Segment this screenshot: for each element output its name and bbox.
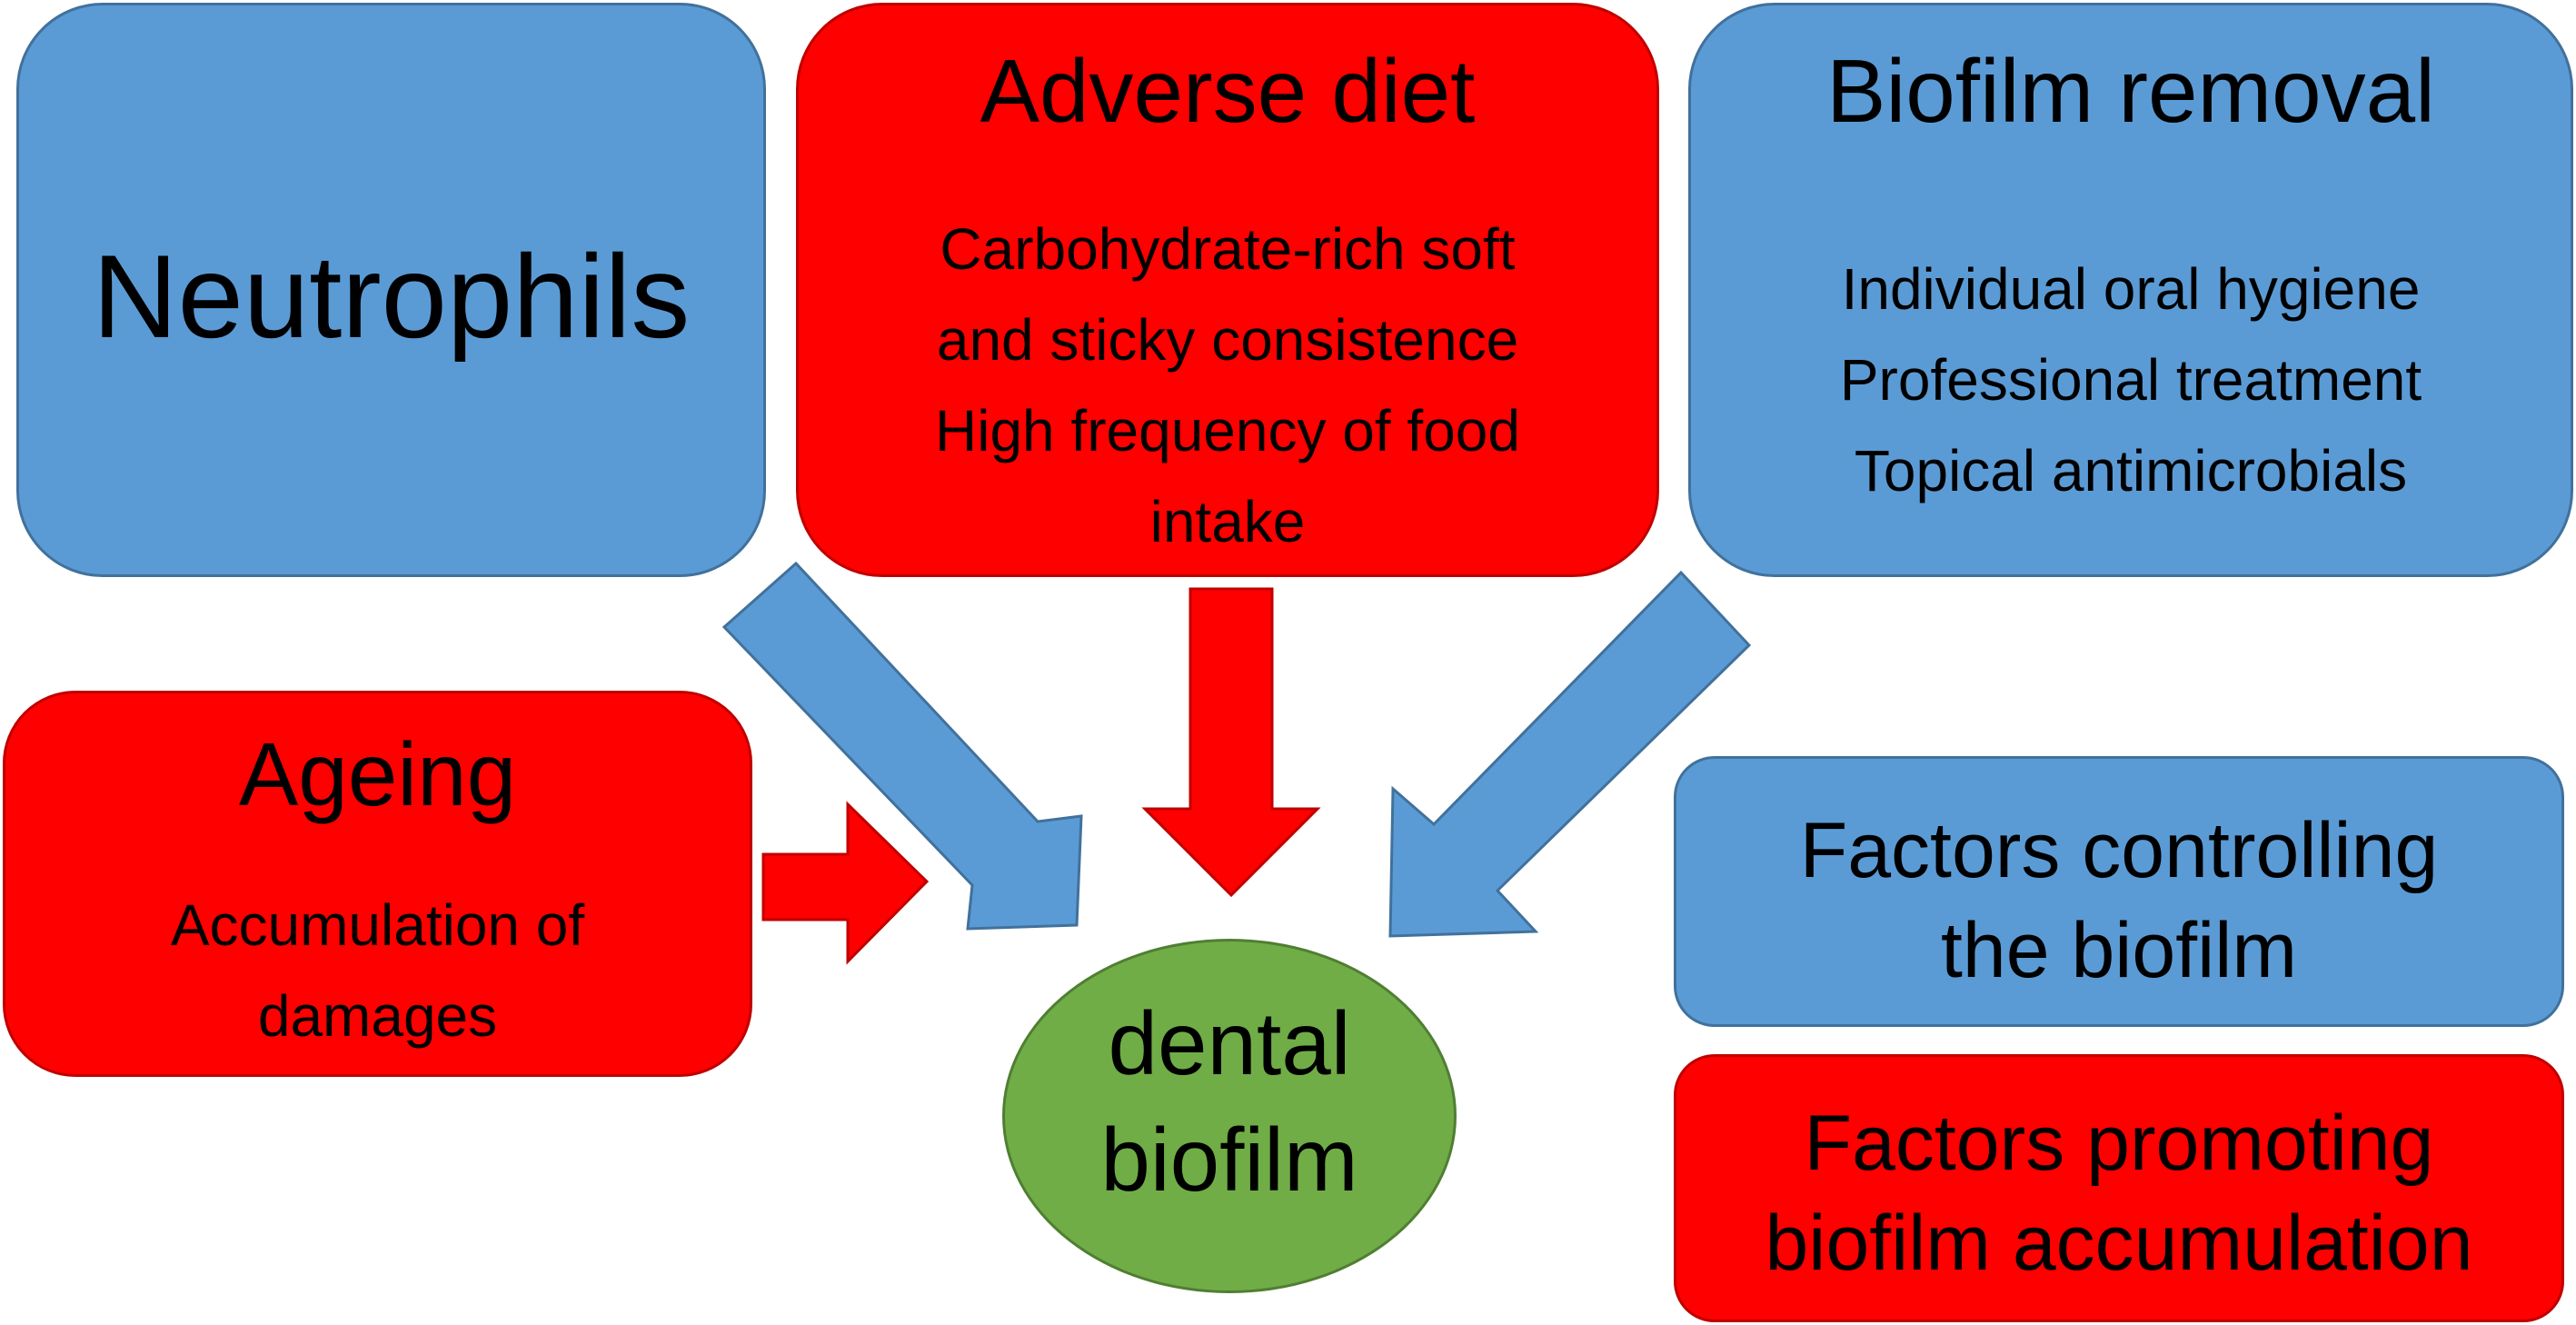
legend-promoting-factors: Factors promoting biofilm accumulation bbox=[1674, 1054, 2564, 1322]
arrow-neutrophils-to-biofilm bbox=[721, 561, 1083, 931]
legend-controlling-line: the biofilm bbox=[1941, 907, 2297, 994]
ageing-details: Accumulation of damages bbox=[5, 880, 750, 1061]
dental-biofilm-label: dental biofilm bbox=[1005, 985, 1454, 1218]
arrow-ageing-to-biofilm bbox=[761, 801, 930, 965]
dental-biofilm-line: biofilm bbox=[1100, 1110, 1358, 1210]
adverse-diet-line: intake bbox=[1149, 489, 1306, 554]
ageing-title: Ageing bbox=[238, 724, 517, 824]
biofilm-removal-box: Biofilm removal Individual oral hygiene … bbox=[1688, 3, 2573, 577]
arrow-removal-to-biofilm bbox=[1388, 570, 1752, 938]
legend-controlling-factors: Factors controlling the biofilm bbox=[1674, 756, 2564, 1027]
legend-promoting-line: Factors promoting bbox=[1804, 1100, 2434, 1187]
ageing-box: Ageing Accumulation of damages bbox=[3, 691, 752, 1077]
adverse-diet-line: and sticky consistence bbox=[936, 307, 1519, 373]
ageing-line: Accumulation of bbox=[170, 892, 585, 958]
dental-biofilm-ellipse: dental biofilm bbox=[1002, 939, 1457, 1293]
adverse-diet-box: Adverse diet Carbohydrate-rich soft and … bbox=[796, 3, 1659, 577]
adverse-diet-title: Adverse diet bbox=[980, 41, 1476, 141]
biofilm-removal-line: Topical antimicrobials bbox=[1854, 438, 2408, 503]
ageing-line: damages bbox=[257, 983, 498, 1049]
biofilm-removal-line: Professional treatment bbox=[1839, 347, 2422, 413]
legend-controlling-line: Factors controlling bbox=[1799, 807, 2439, 894]
legend-promoting-label: Factors promoting biofilm accumulation bbox=[1676, 1093, 2561, 1293]
neutrophils-title: Neutrophils bbox=[92, 230, 691, 363]
dental-biofilm-line: dental bbox=[1108, 993, 1351, 1093]
adverse-diet-line: High frequency of food bbox=[935, 398, 1520, 463]
biofilm-removal-title: Biofilm removal bbox=[1826, 41, 2435, 141]
legend-controlling-label: Factors controlling the biofilm bbox=[1676, 801, 2561, 1001]
arrow-diet-to-biofilm bbox=[1141, 587, 1321, 898]
biofilm-removal-line: Individual oral hygiene bbox=[1841, 256, 2421, 322]
adverse-diet-line: Carbohydrate-rich soft bbox=[940, 216, 1516, 282]
legend-promoting-line: biofilm accumulation bbox=[1765, 1200, 2473, 1287]
biofilm-removal-details: Individual oral hygiene Professional tre… bbox=[1691, 244, 2571, 516]
adverse-diet-details: Carbohydrate-rich soft and sticky consis… bbox=[799, 204, 1656, 567]
neutrophils-box: Neutrophils bbox=[16, 3, 766, 577]
